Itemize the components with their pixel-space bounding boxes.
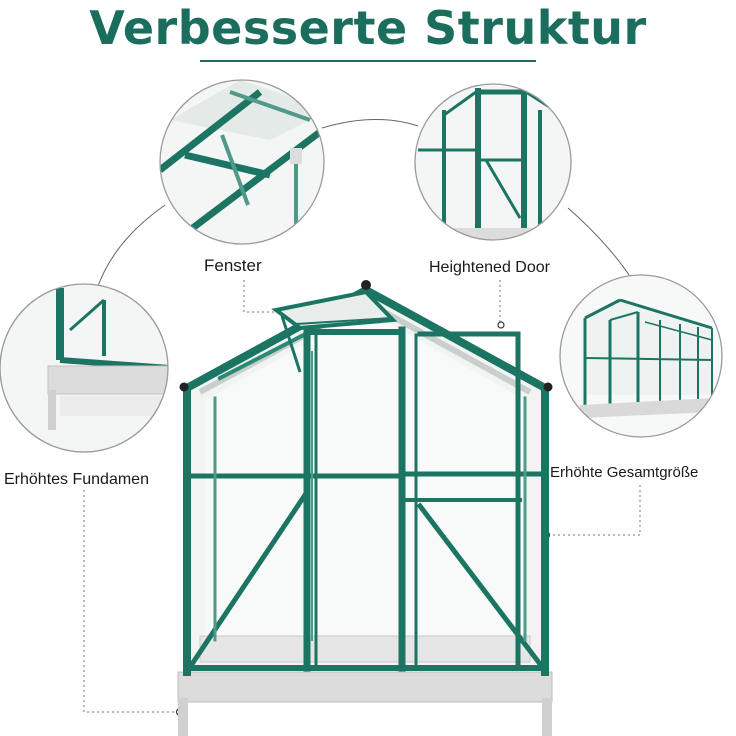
title-underline xyxy=(200,60,536,62)
label-foundation: Erhöhtes Fundamen xyxy=(4,471,149,488)
detail-foundation xyxy=(0,284,168,452)
connector-arc xyxy=(567,207,634,282)
foundation-base xyxy=(177,671,553,703)
connector-arc xyxy=(321,119,419,129)
detail-door xyxy=(415,84,571,240)
label-window: Fenster xyxy=(204,256,262,275)
leader-lines xyxy=(83,280,641,713)
detail-window xyxy=(160,80,324,244)
detail-full-greenhouse xyxy=(560,275,722,437)
label-size: Erhöhte Gesamtgröße xyxy=(550,464,699,481)
greenhouse-main xyxy=(177,280,553,736)
page-title: Verbesserte Struktur xyxy=(89,1,647,55)
roof-window xyxy=(271,289,398,373)
connector-arc xyxy=(97,204,166,287)
label-door: Heightened Door xyxy=(429,259,550,276)
